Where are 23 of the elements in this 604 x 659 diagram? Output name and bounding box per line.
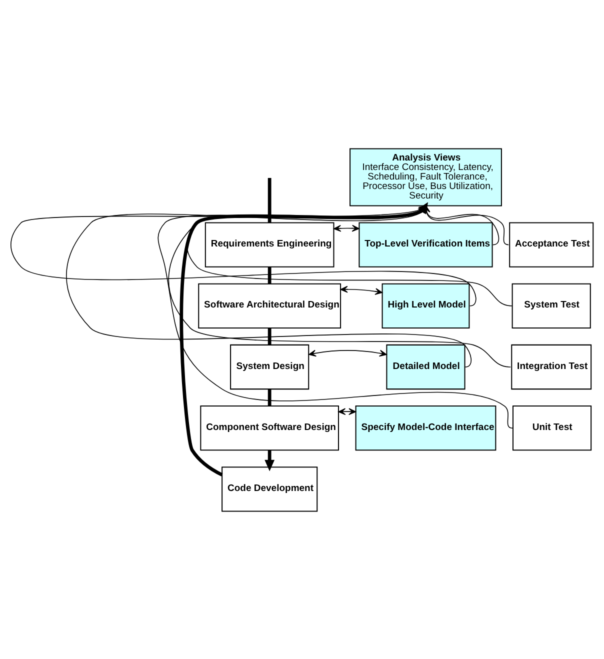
node-box: Specify Model-Code Interface	[355, 405, 496, 450]
connector	[268, 328, 272, 344]
node-box: Requirements Engineering	[204, 222, 334, 267]
node-box: Detailed Model	[386, 344, 466, 390]
node-box: System Test	[512, 282, 591, 328]
node-box: Code Development	[222, 466, 318, 512]
arrow	[334, 224, 360, 232]
arrow	[308, 349, 387, 356]
connector	[268, 177, 272, 222]
node-box: Analysis Views Interface Consistency, Latency, Scheduling, Fault Tolerance, Processor Use, Bus Utilization, Security	[350, 148, 502, 206]
connector	[268, 266, 272, 284]
node-box: Software Architectural Design	[198, 282, 342, 328]
arrow	[264, 450, 275, 471]
node-box: Component Software Design	[200, 405, 339, 450]
node-box: Integration Test	[511, 344, 592, 390]
node-box: Top-Level Verification Items	[358, 222, 493, 267]
node-box: Unit Test	[512, 405, 592, 450]
node-box: Acceptance Test	[509, 222, 594, 267]
arrow	[340, 285, 383, 294]
arrow	[338, 408, 356, 415]
connector	[268, 388, 272, 406]
node-box: High Level Model	[382, 282, 470, 328]
node-box: System Design	[230, 344, 310, 390]
